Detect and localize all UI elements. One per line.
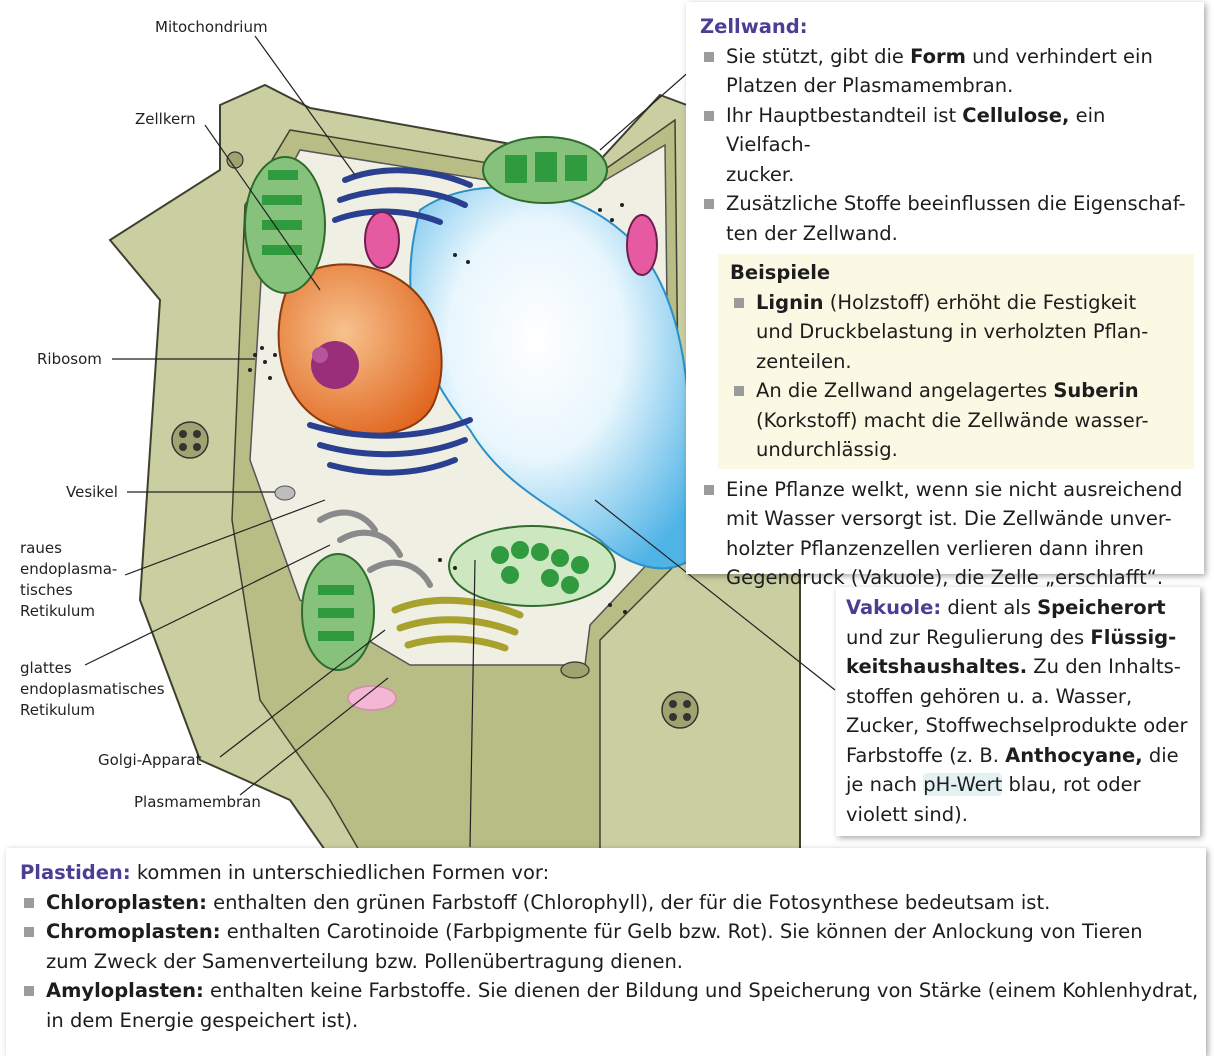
beispiel-item: An die Zellwand angelagertes Suberin (Ko… bbox=[730, 376, 1182, 465]
zellwand-item: Sie stützt, gibt die Form und verhindert… bbox=[700, 42, 1194, 101]
text: holzter Pflanzenzellen verlieren dann ih… bbox=[726, 537, 1144, 560]
label-mitochondrium: Mitochondrium bbox=[155, 16, 268, 38]
label-raues-er: raues endoplasma- tisches Retikulum bbox=[20, 538, 117, 622]
text: (Holzstoff) erhöht die Festigkeit bbox=[824, 291, 1137, 314]
text: blau, rot oder bbox=[1002, 773, 1140, 796]
zellwand-item: Ihr Hauptbestandteil ist Cellulose, ein … bbox=[700, 101, 1194, 190]
text: enthalten Carotinoide (Farbpigmente für … bbox=[221, 920, 1143, 943]
bold-term: Anthocyane, bbox=[1005, 744, 1143, 767]
plastiden-item: Amyloplasten: enthalten keine Farbstoffe… bbox=[20, 976, 1200, 1035]
bold-term: Suberin bbox=[1053, 379, 1138, 402]
bold-term: Speicherort bbox=[1037, 596, 1166, 619]
plastiden-title: Plastiden: bbox=[20, 861, 131, 884]
zellwand-title: Zellwand: bbox=[700, 12, 1194, 42]
text: und Druckbelastung in verholzten Pflan- bbox=[756, 320, 1148, 343]
zellwand-list-2: Eine Pflanze welkt, wenn sie nicht ausre… bbox=[700, 475, 1194, 593]
text: Farbstoffe (z. B. bbox=[846, 744, 1005, 767]
text: zenteilen. bbox=[756, 350, 852, 373]
plastiden-item: Chloroplasten: enthalten den grünen Farb… bbox=[20, 888, 1200, 918]
text: enthalten keine Farbstoffe. Sie dienen d… bbox=[204, 979, 1198, 1002]
label-raues-er-line: endoplasma- bbox=[20, 559, 117, 580]
text: Ihr Hauptbestandteil ist bbox=[726, 104, 962, 127]
text: Platzen der Plasmamembran. bbox=[726, 74, 1013, 97]
text: undurchlässig. bbox=[756, 438, 898, 461]
text: dient als bbox=[941, 596, 1037, 619]
zellwand-item: Eine Pflanze welkt, wenn sie nicht ausre… bbox=[700, 475, 1194, 593]
text: (Korkstoff) macht die Zellwände wasser- bbox=[756, 409, 1149, 432]
label-zellkern: Zellkern bbox=[135, 108, 196, 130]
text: und zur Regulierung des bbox=[846, 626, 1090, 649]
text: Eine Pflanze welkt, wenn sie nicht ausre… bbox=[726, 478, 1182, 501]
vesicle bbox=[275, 486, 295, 500]
label-glattes-er: glattes endoplasmatisches Retikulum bbox=[20, 658, 165, 721]
label-golgi: Golgi-Apparat bbox=[98, 749, 201, 771]
plastiden-box: Plastiden: kommen in unterschiedlichen F… bbox=[6, 848, 1206, 1056]
bold-term: Chromoplasten: bbox=[46, 920, 221, 943]
bold-term: Lignin bbox=[756, 291, 824, 314]
bold-term: Cellulose, bbox=[962, 104, 1069, 127]
plastiden-list: Chloroplasten: enthalten den grünen Farb… bbox=[20, 888, 1200, 1036]
bold-term: Form bbox=[910, 45, 966, 68]
bold-term: keitshaushaltes. bbox=[846, 655, 1027, 678]
label-vesikel: Vesikel bbox=[66, 481, 118, 503]
beispiele-title: Beispiele bbox=[730, 258, 1182, 288]
text: violett sind). bbox=[846, 803, 968, 826]
text: An die Zellwand angelagertes bbox=[756, 379, 1053, 402]
vakuole-box: Vakuole: dient als Speicherort und zur R… bbox=[836, 587, 1200, 836]
text: je nach bbox=[846, 773, 923, 796]
label-glattes-er-line: glattes bbox=[20, 658, 165, 679]
text: stoffen gehören u. a. Wasser, bbox=[846, 685, 1132, 708]
label-ribosom: Ribosom bbox=[37, 348, 102, 370]
bold-term: Amyloplasten: bbox=[46, 979, 204, 1002]
highlighted-term: pH-Wert bbox=[923, 773, 1002, 796]
zellwand-box: Zellwand: Sie stützt, gibt die Form und … bbox=[686, 2, 1204, 574]
label-raues-er-line: tisches bbox=[20, 580, 117, 601]
text: zucker. bbox=[726, 163, 794, 186]
label-plasmamembran: Plasmamembran bbox=[134, 791, 261, 813]
zellwand-item: Zusätzliche Stoffe beeinflussen die Eige… bbox=[700, 189, 1194, 248]
beispiele-list: Lignin (Holzstoff) erhöht die Festigkeit… bbox=[730, 288, 1182, 465]
text: kommen in unterschiedlichen Formen vor: bbox=[131, 861, 550, 884]
text: enthalten den grünen Farbstoff (Chloroph… bbox=[207, 891, 1050, 914]
text: und verhindert ein bbox=[966, 45, 1153, 68]
beispiele-box: Beispiele Lignin (Holzstoff) erhöht die … bbox=[718, 254, 1194, 469]
text: ten der Zellwand. bbox=[726, 222, 898, 245]
plastiden-item: Chromoplasten: enthalten Carotinoide (Fa… bbox=[20, 917, 1200, 976]
label-raues-er-line: raues bbox=[20, 538, 117, 559]
label-glattes-er-line: endoplasmatisches bbox=[20, 679, 165, 700]
label-raues-er-line: Retikulum bbox=[20, 601, 117, 622]
text: Gegendruck (Vakuole), die Zelle „erschla… bbox=[726, 566, 1163, 589]
beispiel-item: Lignin (Holzstoff) erhöht die Festigkeit… bbox=[730, 288, 1182, 377]
text: Zucker, Stoffwechselprodukte oder bbox=[846, 714, 1188, 737]
label-glattes-er-line: Retikulum bbox=[20, 700, 165, 721]
text: Sie stützt, gibt die bbox=[726, 45, 910, 68]
bold-term: Chloroplasten: bbox=[46, 891, 207, 914]
text: mit Wasser versorgt ist. Die Zellwände u… bbox=[726, 507, 1172, 530]
text: in dem Energie gespeichert ist). bbox=[46, 1009, 358, 1032]
text: Zu den Inhalts- bbox=[1027, 655, 1181, 678]
text: Zusätzliche Stoffe beeinflussen die Eige… bbox=[726, 192, 1186, 215]
text: die bbox=[1143, 744, 1179, 767]
zellwand-list: Sie stützt, gibt die Form und verhindert… bbox=[700, 42, 1194, 249]
vakuole-title: Vakuole: bbox=[846, 596, 941, 619]
bold-term: Flüssig- bbox=[1090, 626, 1176, 649]
text: zum Zweck der Samenverteilung bzw. Polle… bbox=[46, 950, 683, 973]
